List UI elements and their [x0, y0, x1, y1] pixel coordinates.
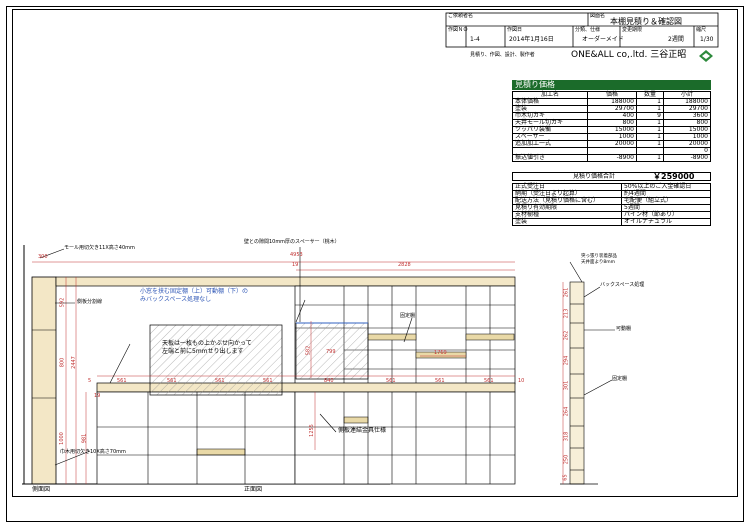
dimension-lines — [32, 261, 515, 484]
side-dim-4: 301 — [563, 380, 570, 391]
category-label: 分類、仕様 — [575, 27, 601, 33]
no-label: 作図ＮＯ — [448, 27, 469, 33]
fixed-shelf-small: 固定棚 — [400, 313, 416, 319]
height-2447: 2447 — [70, 356, 77, 369]
top-note: 天板は一枚もの上かぶせ向かって 左端と前に5mmせり出します — [162, 340, 252, 355]
side-dim-7: 250 — [563, 454, 570, 465]
width-561-6: 561 — [435, 378, 445, 384]
drawing-label: 図面名 — [590, 13, 606, 19]
partition-note: 側板分割線 — [77, 299, 103, 305]
title-block — [445, 12, 719, 48]
client-label: ご依頼者名 — [448, 13, 474, 19]
side-view-label: 側面図 — [32, 486, 51, 493]
period-value: 2週間 — [668, 36, 684, 43]
height-1255: 1255 — [308, 424, 315, 437]
backspace-note: バックスペース処理 — [600, 282, 645, 288]
total-value: ￥259000 — [653, 172, 695, 181]
fixed-note: 固定棚 — [612, 376, 628, 382]
width-561-1: 561 — [117, 378, 127, 384]
front-view-cabinets — [55, 276, 516, 485]
callout-leaders — [39, 247, 413, 466]
side-top-note: 突っ張り装着部品 天井面より8mm — [581, 254, 617, 265]
connect-note: 側板連結金具仕様 — [338, 427, 387, 434]
date-value: 2014年1月16日 — [509, 36, 554, 43]
total-width: 4953 — [290, 252, 303, 258]
mall-note: モール用切欠き11X高さ40mm — [64, 245, 135, 251]
lower-cabinet-grid — [97, 392, 515, 484]
drawing-border — [12, 9, 738, 497]
width-840: 840 — [324, 378, 334, 384]
width-2828: 2828 — [398, 262, 411, 268]
side-view-right — [560, 261, 615, 485]
skirting-note: 巾木用切欠き10X高さ70mm — [60, 449, 126, 455]
dim-19-top: 19 — [292, 262, 299, 268]
width-561-3: 561 — [215, 378, 225, 384]
side-dim-5: 264 — [563, 406, 570, 417]
estimate-title: 見積り価格 — [512, 80, 711, 90]
row-subtotal: -8900 — [663, 154, 711, 162]
no-value: 1-4 — [470, 36, 480, 43]
category-value: オーダーメイド — [582, 36, 624, 43]
scale-label: 縮尺 — [696, 27, 707, 33]
height-981: 981 — [81, 433, 88, 444]
side-dim-1: 213 — [563, 308, 570, 319]
width-1769: 1769 — [434, 350, 447, 356]
period-label: 変更期限 — [622, 27, 643, 33]
company-name: ONE&ALL co,.ltd. 三谷正昭 — [571, 50, 687, 60]
window-hatch-right — [295, 322, 369, 380]
dim-10: 10 — [518, 378, 525, 384]
drawing-frame — [6, 6, 744, 522]
company-logo — [699, 50, 713, 62]
height-1000: 1000 — [58, 432, 65, 445]
dim-300: 300 — [38, 254, 48, 260]
width-561-2: 561 — [167, 378, 177, 384]
height-592: 592 — [59, 297, 66, 308]
side-dim-8: 65 — [562, 474, 569, 481]
total-label: 見積り価格合計 — [573, 173, 616, 180]
front-view-label: 正面図 — [244, 486, 263, 493]
window-note: 小窓を挟む固定棚（上）可動棚（下）の みバックスペース処理なし — [140, 288, 249, 303]
drawing-name: 本棚見積り＆確認図 — [610, 17, 682, 26]
dim-19-left: 19 — [94, 393, 101, 399]
spacer-note: 壁との隙間10mm厚のスペーサー（桃木） — [244, 239, 340, 245]
width-561-5: 561 — [386, 378, 396, 384]
side-dim-0: 261 — [563, 287, 570, 298]
side-dim-2: 262 — [563, 330, 570, 341]
scale-value: 1/30 — [700, 36, 714, 43]
date-label: 作図日 — [507, 27, 523, 33]
info-value: オイルナチュラル — [621, 218, 711, 226]
table-row: 塗装オイルナチュラル — [512, 218, 711, 226]
height-800: 800 — [59, 357, 66, 368]
width-561-7: 561 — [484, 378, 494, 384]
window-hatch-left — [149, 324, 283, 396]
credit-label: 見積り、作図、設計、製作者 — [470, 52, 535, 58]
width-799: 799 — [326, 349, 336, 355]
height-582: 582 — [305, 345, 312, 356]
width-561-4: 561 — [263, 378, 273, 384]
estimate-total: 見積り価格合計 ￥259000 — [512, 172, 711, 181]
side-dim-3: 294 — [563, 355, 570, 366]
side-dim-6: 318 — [563, 431, 570, 442]
movable-note: 可動棚 — [616, 326, 632, 332]
dim-5: 5 — [88, 378, 92, 384]
